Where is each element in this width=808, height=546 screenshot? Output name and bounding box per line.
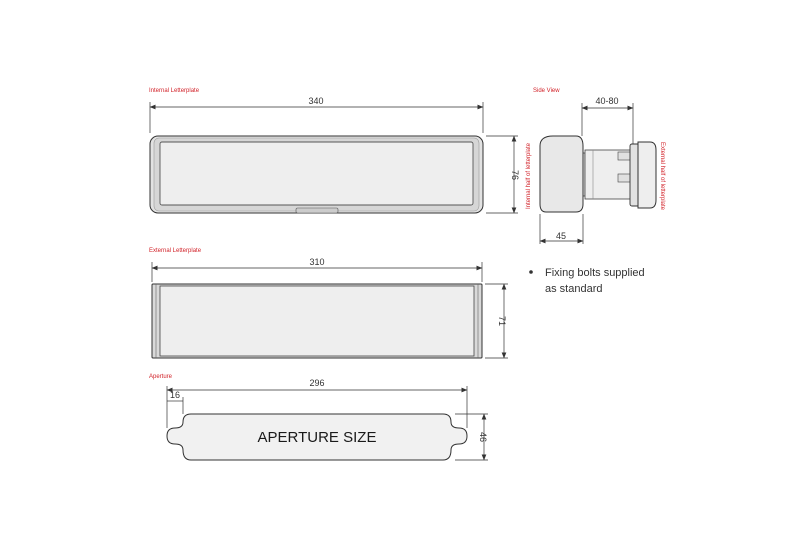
internal-width-dimension: 340 (149, 96, 484, 133)
internal-letterplate (149, 135, 484, 214)
external-half-label: External half of letterplate (659, 142, 665, 211)
external-letterplate (151, 283, 483, 359)
internal-height-value: 76 (510, 170, 520, 180)
external-height-dimension: 71 (485, 283, 508, 359)
aperture-size-text: APERTURE SIZE (258, 429, 377, 446)
external-width-value: 310 (309, 257, 324, 267)
note-line-2: as standard (545, 283, 602, 295)
side-view-label: Side View (533, 88, 560, 94)
internal-height-dimension: 76 (486, 135, 520, 214)
internal-letterplate-label: Internal Letterplate (149, 88, 200, 94)
side-width-dimension: 45 (539, 214, 584, 244)
aperture-label: Aperture (149, 374, 173, 380)
external-letterplate-label: External Letterplate (149, 248, 202, 254)
aperture-lobe-dimension: 16 (167, 390, 184, 414)
aperture-width-value: 296 (309, 378, 324, 388)
aperture-height-dimension: 46 (455, 413, 488, 461)
note-line-1: Fixing bolts supplied (545, 267, 645, 279)
internal-latch (295, 207, 339, 214)
external-width-dimension: 310 (151, 257, 483, 282)
notes-list: Fixing bolts supplied as standard (529, 267, 645, 295)
side-view-drawing (539, 135, 657, 213)
bullet-icon (529, 270, 533, 274)
side-depth-dimension: 40-80 (581, 96, 634, 144)
internal-half-label: Internal half of letterplate (526, 142, 532, 209)
aperture-shape (166, 413, 468, 461)
side-depth-value: 40-80 (595, 96, 618, 106)
aperture-width-dimension: 296 (166, 378, 468, 428)
aperture-height-value: 46 (478, 432, 488, 442)
internal-width-value: 340 (308, 96, 323, 106)
external-height-value: 71 (497, 316, 507, 326)
aperture-lobe-value: 16 (170, 390, 180, 400)
side-width-value: 45 (556, 231, 566, 241)
